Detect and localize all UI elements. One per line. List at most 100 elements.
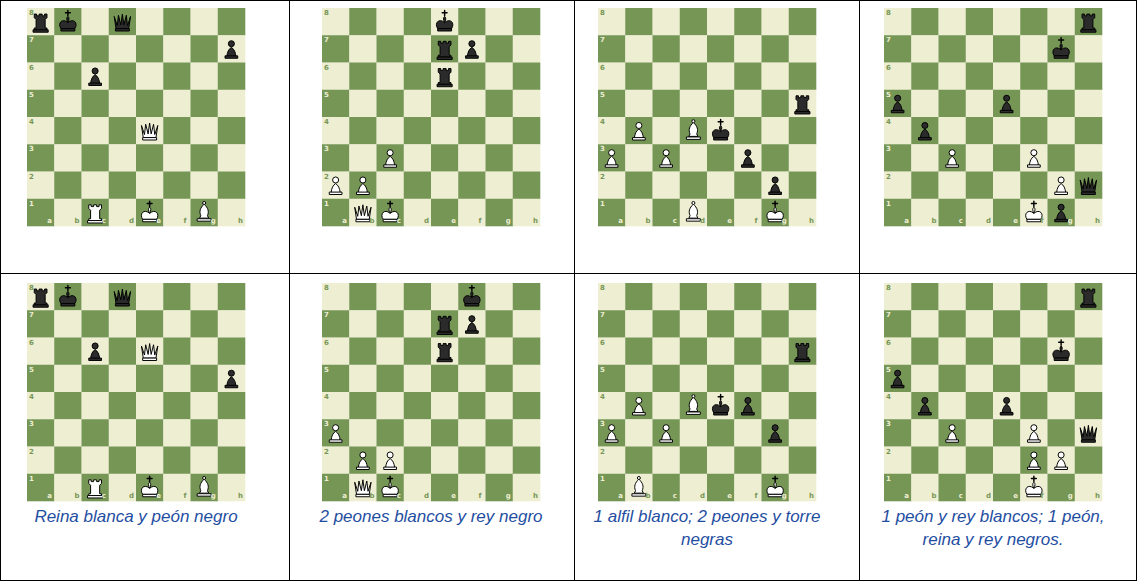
rook-piece [795, 96, 810, 114]
board-square [513, 310, 541, 338]
board-square [54, 447, 82, 475]
board-square [707, 310, 735, 338]
piece-outline [89, 205, 102, 221]
piece-outline [891, 110, 904, 112]
file-coordinate: a [342, 492, 347, 500]
board-square [680, 365, 708, 393]
board-square [993, 199, 1021, 227]
file-coordinate: g [782, 217, 787, 225]
board-square [377, 283, 405, 311]
rank-coordinate: 7 [600, 311, 605, 319]
board-square [884, 447, 912, 475]
piece-outline [386, 156, 395, 165]
piece-outline [1031, 150, 1037, 156]
piece-outline [329, 192, 342, 194]
board-square [349, 283, 377, 311]
rank-coordinate: 2 [324, 173, 329, 181]
rook-piece [795, 344, 810, 362]
board-square [884, 35, 912, 63]
board-square [762, 419, 790, 447]
piece-outline [438, 41, 451, 57]
piece-outline [689, 397, 698, 411]
piece-outline [469, 41, 475, 47]
board-square [1048, 63, 1076, 91]
pawn-piece [742, 397, 755, 415]
board-square [54, 474, 82, 502]
board-square [1020, 283, 1048, 311]
board-square [789, 474, 817, 502]
king-cross [388, 201, 393, 206]
board-square [82, 338, 110, 366]
rank-coordinate: 8 [886, 284, 891, 292]
board-square [598, 365, 626, 393]
board-square [653, 392, 681, 420]
rank-coordinate: 7 [886, 36, 891, 44]
board-square [349, 447, 377, 475]
piece-outline [329, 440, 342, 442]
rank-coordinate: 5 [600, 91, 605, 99]
board-square [653, 310, 681, 338]
file-coordinate: b [646, 217, 651, 225]
piece-outline [689, 122, 698, 136]
board-square [431, 90, 459, 118]
board-square [458, 474, 486, 502]
rank-coordinate: 2 [886, 173, 891, 181]
file-coordinate: c [673, 492, 677, 500]
rank-coordinate: 2 [29, 448, 34, 456]
board-square [486, 474, 514, 502]
board-square [993, 310, 1021, 338]
board-square [966, 144, 994, 172]
piece-outline [91, 75, 100, 84]
board-square [911, 338, 939, 366]
board-square [1075, 90, 1103, 118]
board-square [653, 144, 681, 172]
board-square [377, 338, 405, 366]
board-square [513, 365, 541, 393]
rank-coordinate: 3 [324, 420, 329, 428]
board-square [513, 447, 541, 475]
piece-outline [33, 30, 48, 32]
piece-outline [92, 68, 98, 74]
piece-outline [1058, 452, 1064, 458]
board-square [486, 419, 514, 447]
pawn-piece [891, 370, 904, 388]
board-square [218, 35, 246, 63]
queen-piece [1080, 425, 1096, 442]
board-square [993, 447, 1021, 475]
board-square [993, 63, 1021, 91]
file-coordinate: e [156, 217, 161, 225]
board-square [136, 144, 164, 172]
board-square [625, 310, 653, 338]
board-square [653, 419, 681, 447]
board-square [993, 35, 1021, 63]
queen-piece [355, 205, 371, 222]
board-square [884, 8, 912, 36]
board-square [82, 419, 110, 447]
board-square [349, 419, 377, 447]
board-square [884, 310, 912, 338]
piece-outline [225, 56, 238, 58]
board-square [939, 283, 967, 311]
board-square [82, 90, 110, 118]
board-square [322, 35, 350, 63]
board-square [431, 310, 459, 338]
piece-outline [605, 440, 618, 442]
king-cross [65, 10, 70, 15]
board-square [966, 63, 994, 91]
piece-outline [607, 431, 616, 440]
piece-outline [438, 344, 451, 360]
board-square [404, 117, 432, 145]
board-square [458, 419, 486, 447]
pawn-piece [1055, 452, 1068, 470]
pawn-piece [89, 68, 102, 86]
piece-outline [88, 221, 103, 223]
board-square [734, 144, 762, 172]
board-square [431, 8, 459, 36]
pawn-piece [1000, 95, 1013, 113]
board-square [789, 90, 817, 118]
rank-coordinate: 5 [324, 91, 329, 99]
rank-coordinate: 8 [29, 284, 34, 292]
board-square [653, 63, 681, 91]
board-square [966, 474, 994, 502]
board-square [707, 338, 735, 366]
